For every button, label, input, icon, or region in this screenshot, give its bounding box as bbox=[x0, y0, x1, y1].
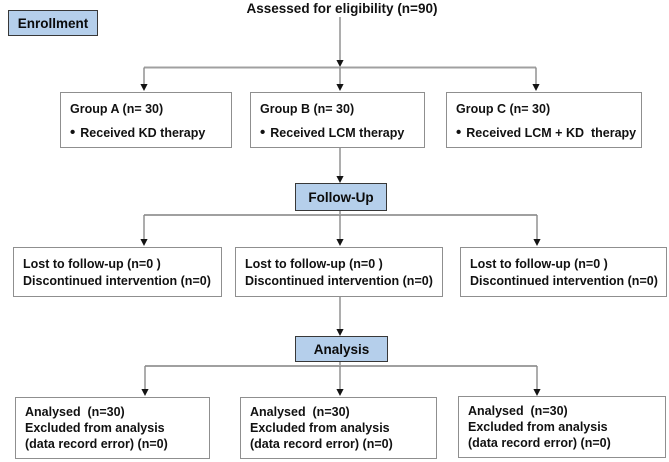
bullet-icon: • bbox=[260, 123, 266, 141]
analysis-box-group-b: Analysed (n=30) Excluded from analysis (… bbox=[240, 397, 437, 459]
exclusion-reason-text: (data record error) (n=0) bbox=[250, 437, 393, 451]
group-a-box: Group A (n= 30) • Received KD therapy bbox=[60, 92, 232, 148]
analysis-box-group-a: Analysed (n=30) Excluded from analysis (… bbox=[15, 397, 210, 459]
exclusion-reason-text: (data record error) (n=0) bbox=[25, 437, 168, 451]
bullet-icon: • bbox=[456, 123, 462, 141]
excluded-text: Excluded from analysis bbox=[250, 421, 390, 435]
group-a-title: Group A (n= 30) bbox=[70, 102, 164, 116]
group-c-box: Group C (n= 30) • Received LCM + KD ther… bbox=[446, 92, 642, 148]
exclusion-reason-text: (data record error) (n=0) bbox=[468, 436, 611, 450]
group-c-intervention: Received LCM + KD therapy bbox=[466, 126, 637, 140]
stage-label-enrollment: Enrollment bbox=[8, 10, 98, 36]
stage-label-analysis: Analysis bbox=[295, 336, 388, 362]
analysis-box-group-c: Analysed (n=30) Excluded from analysis (… bbox=[458, 396, 666, 458]
eligibility-text: Assessed for eligibility (n=90) bbox=[246, 1, 438, 16]
stage-label-follow-up: Follow-Up bbox=[295, 183, 387, 211]
group-b-box: Group B (n= 30) • Received LCM therapy bbox=[250, 92, 425, 148]
group-b-intervention: Received LCM therapy bbox=[270, 126, 405, 140]
lost-to-followup-text: Lost to follow-up (n=0 ) bbox=[470, 257, 608, 271]
discontinued-text: Discontinued intervention (n=0) bbox=[245, 274, 433, 288]
discontinued-text: Discontinued intervention (n=0) bbox=[23, 274, 211, 288]
bullet-icon: • bbox=[70, 123, 76, 141]
followup-box-group-b: Lost to follow-up (n=0 ) Discontinued in… bbox=[235, 247, 443, 297]
lost-to-followup-text: Lost to follow-up (n=0 ) bbox=[23, 257, 161, 271]
excluded-text: Excluded from analysis bbox=[25, 421, 165, 435]
analysed-text: Analysed (n=30) bbox=[468, 404, 568, 418]
lost-to-followup-text: Lost to follow-up (n=0 ) bbox=[245, 257, 383, 271]
group-b-title: Group B (n= 30) bbox=[260, 102, 355, 116]
excluded-text: Excluded from analysis bbox=[468, 420, 608, 434]
discontinued-text: Discontinued intervention (n=0) bbox=[470, 274, 658, 288]
analysed-text: Analysed (n=30) bbox=[250, 405, 350, 419]
group-a-intervention: Received KD therapy bbox=[80, 126, 206, 140]
followup-box-group-a: Lost to follow-up (n=0 ) Discontinued in… bbox=[13, 247, 222, 297]
analysed-text: Analysed (n=30) bbox=[25, 405, 125, 419]
followup-box-group-c: Lost to follow-up (n=0 ) Discontinued in… bbox=[460, 247, 667, 297]
group-c-title: Group C (n= 30) bbox=[456, 102, 551, 116]
